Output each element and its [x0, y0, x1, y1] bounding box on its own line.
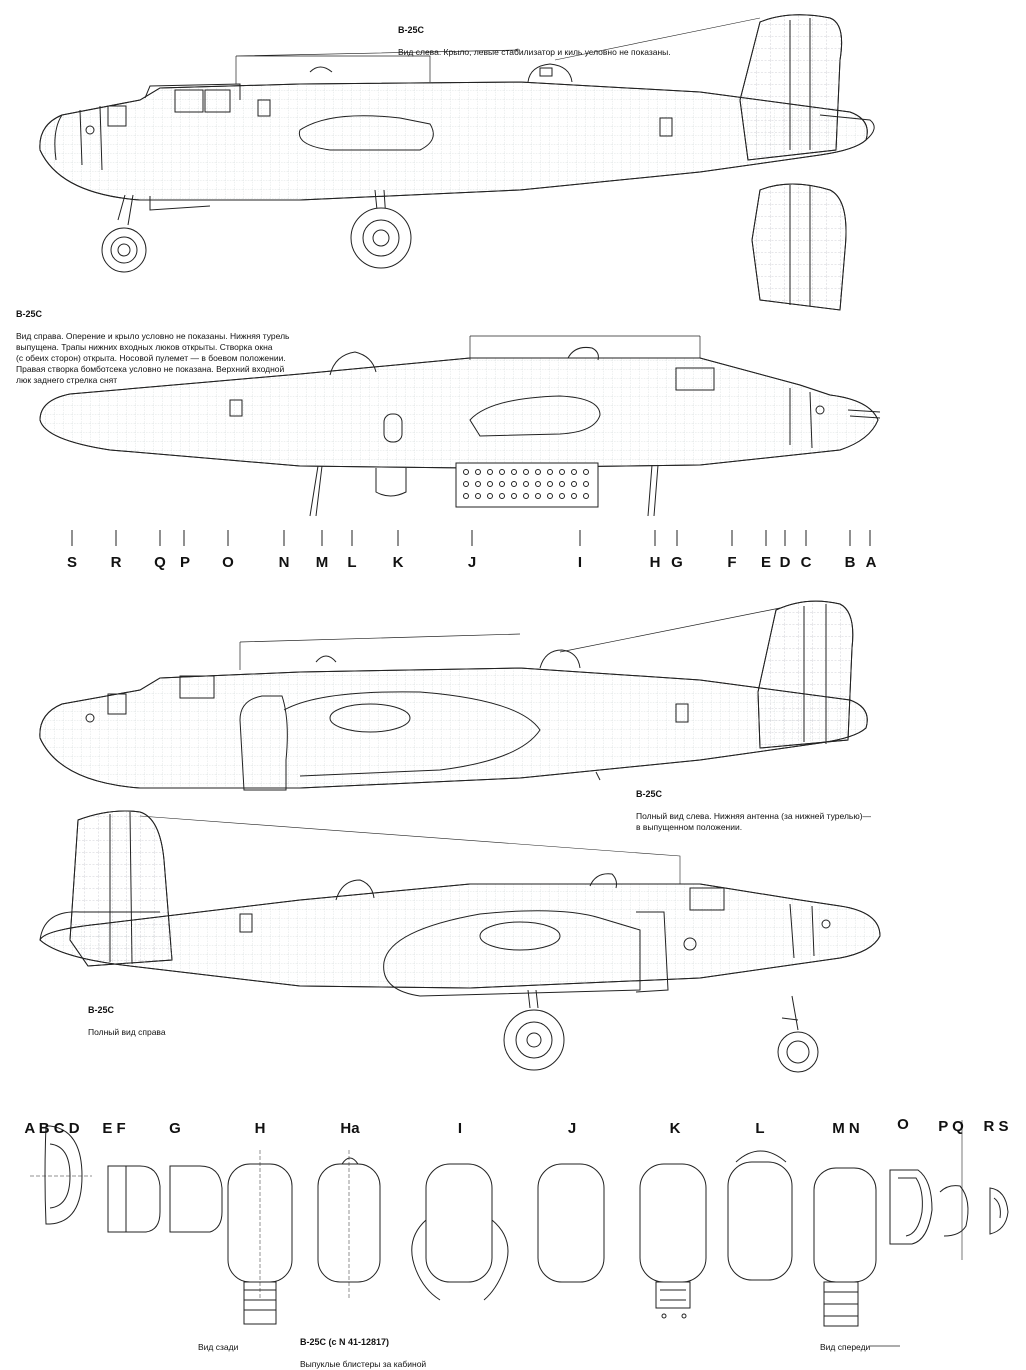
caption-left-view: B-25C Вид слева. Крыло, левые стабилизат… — [398, 14, 671, 58]
caption-left-view-title: B-25C — [398, 25, 425, 35]
section-label: G — [169, 1120, 181, 1137]
section-label: O — [897, 1116, 909, 1133]
caption-right-view-text: Вид справа. Оперение и крыло условно не … — [16, 331, 290, 385]
station-label: Q — [154, 554, 166, 571]
section-label: R S — [983, 1118, 1009, 1135]
view-left-side — [39, 14, 875, 311]
view-full-right — [39, 810, 881, 1073]
caption-left-view-text: Вид слева. Крыло, левые стабилизатор и к… — [398, 47, 671, 57]
station-label: O — [222, 554, 234, 571]
section-label: K — [669, 1120, 681, 1137]
caption-blisters-title: B-25C (с N 41-12817) — [300, 1337, 390, 1347]
station-label: H — [649, 554, 661, 571]
station-ticks — [71, 530, 871, 546]
rear-view-label: Вид сзади — [198, 1342, 239, 1352]
section-label: H — [254, 1120, 266, 1137]
station-label: M — [315, 554, 329, 571]
view-full-left — [39, 600, 868, 791]
station-label: L — [347, 554, 357, 571]
caption-right-view: B-25C Вид справа. Оперение и крыло услов… — [16, 298, 316, 386]
station-label: B — [844, 554, 856, 571]
station-label: A — [865, 554, 877, 571]
section-label: P Q — [938, 1118, 964, 1135]
station-label: S — [66, 554, 78, 571]
caption-full-right: B-25C Полный вид справа — [88, 994, 166, 1038]
caption-full-left: B-25C Полный вид слева. Нижняя антенна (… — [636, 778, 906, 833]
station-label: N — [278, 554, 290, 571]
station-label: P — [179, 554, 191, 571]
caption-full-right-title: B-25C — [88, 1005, 115, 1015]
front-view-label: Вид спереди — [820, 1342, 871, 1352]
station-label: F — [727, 554, 737, 571]
section-label: J — [567, 1120, 577, 1137]
cross-sections — [30, 1120, 1009, 1347]
caption-full-left-title: B-25C — [636, 789, 663, 799]
station-label: D — [779, 554, 791, 571]
station-label: G — [671, 554, 683, 571]
station-label: E — [760, 554, 772, 571]
caption-blisters-text: Выпуклые блистеры за кабиной — [300, 1359, 427, 1369]
section-label: I — [457, 1120, 463, 1137]
caption-right-view-title: B-25C — [16, 309, 43, 319]
section-label: A B C D — [24, 1120, 80, 1137]
section-label: M N — [832, 1120, 860, 1137]
caption-full-right-text: Полный вид справа — [88, 1027, 166, 1037]
station-label: I — [577, 554, 583, 571]
caption-blisters: B-25C (с N 41-12817) Выпуклые блистеры з… — [300, 1326, 426, 1370]
caption-full-left-text: Полный вид слева. Нижняя антенна (за ниж… — [636, 811, 872, 832]
section-label: E F — [102, 1120, 126, 1137]
station-label: R — [110, 554, 122, 571]
section-label: Ha — [340, 1120, 360, 1137]
view-right-side — [39, 335, 881, 517]
section-label: L — [755, 1120, 765, 1137]
station-label: K — [392, 554, 404, 571]
station-label: J — [467, 554, 477, 571]
station-label: C — [800, 554, 812, 571]
bomb-rack-holes — [463, 469, 589, 499]
